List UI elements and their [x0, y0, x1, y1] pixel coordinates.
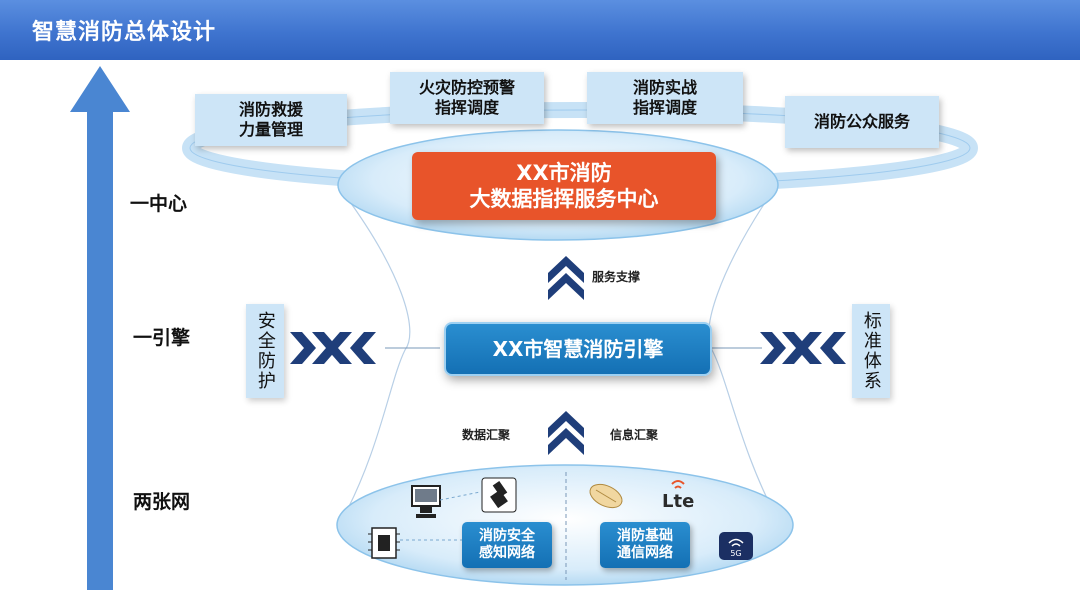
lte-icon: Lte — [662, 480, 694, 512]
bottom-ellipse — [336, 464, 794, 586]
service-box-public: 消防公众服务 — [785, 96, 939, 148]
service-label-public: 消防公众服务 — [813, 112, 910, 131]
comm-line2: 通信网络 — [617, 545, 673, 561]
info-gather-label: 信息汇聚 — [610, 428, 659, 442]
sensing-line2: 感知网络 — [479, 545, 535, 561]
hourglass-left-curve — [341, 194, 411, 521]
level-label-engine: 一引擎 — [133, 327, 191, 349]
center-line1: XX市消防 — [516, 160, 612, 185]
sensor-links — [400, 491, 481, 541]
chip-icon — [368, 527, 400, 559]
data-center-box: XX市消防 大数据指挥服务中心 — [412, 152, 716, 220]
usb-icon — [481, 477, 517, 513]
service-box-prevention: 火灾防控预警 指挥调度 — [390, 72, 544, 124]
service-support-label: 服务支撑 — [592, 270, 641, 284]
chevron-left-icon-right — [796, 332, 846, 364]
sensing-line1: 消防安全 — [479, 527, 535, 544]
standards-box: 标准体系 — [852, 304, 890, 398]
standards-label: 标准体系 — [860, 311, 882, 391]
service-label-combat: 消防实战 指挥调度 — [632, 78, 697, 117]
hourglass-right-curve — [708, 194, 779, 521]
5g-icon: 5G — [719, 532, 753, 560]
security-label: 安全防护 — [254, 311, 276, 391]
level-label-center: 一中心 — [130, 193, 188, 215]
chevron-left-icon-left — [326, 332, 376, 364]
satellite-icon — [589, 483, 623, 509]
engine-box: XX市智慧消防引擎 — [444, 322, 712, 376]
5g-text: 5G — [730, 549, 741, 558]
level-arrow — [70, 66, 130, 590]
service-box-rescue: 消防救援 力量管理 — [195, 94, 347, 146]
center-line2: 大数据指挥服务中心 — [469, 187, 659, 211]
service-box-combat: 消防实战 指挥调度 — [587, 72, 743, 124]
header-bar: 智慧消防总体设计 — [0, 0, 1080, 60]
sensing-network-box: 消防安全 感知网络 — [462, 522, 552, 568]
comm-line1: 消防基础 — [617, 527, 673, 544]
lte-text: Lte — [662, 491, 694, 512]
data-gather-label: 数据汇聚 — [462, 428, 511, 442]
level-label-networks: 两张网 — [133, 491, 191, 513]
service-label-prevention: 火灾防控预警 指挥调度 — [418, 78, 515, 117]
service-label-rescue: 消防救援 力量管理 — [238, 100, 303, 139]
page-title: 智慧消防总体设计 — [32, 20, 217, 45]
chevron-up-icon-lower — [548, 411, 584, 455]
security-box: 安全防护 — [246, 304, 284, 398]
comm-network-box: 消防基础 通信网络 — [600, 522, 690, 568]
computer-icon — [411, 485, 441, 518]
chevron-up-icon — [548, 256, 584, 300]
engine-label: XX市智慧消防引擎 — [492, 336, 664, 361]
